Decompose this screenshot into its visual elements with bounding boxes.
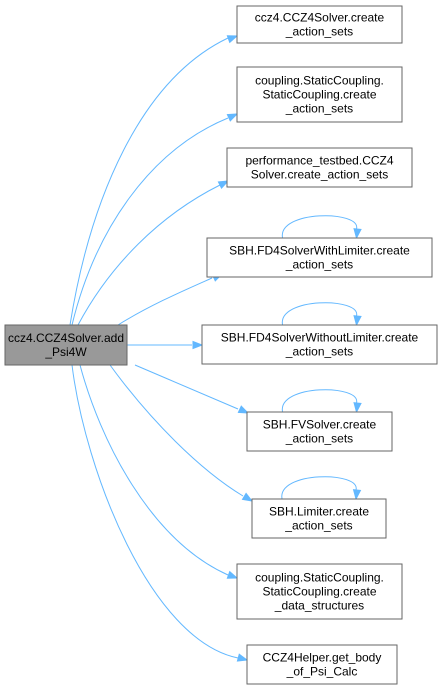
edge-to-callee-1 xyxy=(69,37,229,326)
callee-node-4-label-line: SBH.FD4SolverWithLimiter.create xyxy=(229,244,410,258)
edge-to-callee-6 xyxy=(134,364,239,410)
callee-node-4-box xyxy=(206,237,433,278)
callee-node-7-label-line: _action_sets xyxy=(284,519,352,533)
self-loop-edge-4 xyxy=(281,215,358,239)
callee-node-2-label-line: StaticCoupling.create xyxy=(262,88,376,102)
edge-arrowhead-6 xyxy=(237,405,250,414)
edge-to-callee-8 xyxy=(79,364,229,576)
callee-node-5[interactable]: SBH.FD4SolverWithoutLimiter.create_actio… xyxy=(201,324,438,365)
self-loop-arrowhead-7 xyxy=(352,489,362,501)
edge-arrowhead-8 xyxy=(226,570,239,579)
callee-node-4[interactable]: SBH.FD4SolverWithLimiter.create_action_s… xyxy=(206,237,433,278)
callee-node-8-label-line: coupling.StaticCoupling. xyxy=(255,571,384,585)
root-node-box xyxy=(4,324,128,366)
root-node-label-line: ccz4.CCZ4Solver.add xyxy=(8,331,124,345)
self-loop-edge-7 xyxy=(281,476,357,500)
callee-node-2-box xyxy=(236,66,403,123)
callee-node-1-label-line: _action_sets xyxy=(285,25,353,39)
callee-node-9[interactable]: CCZ4Helper.get_body_of_Psi_Calc xyxy=(246,644,398,685)
root-node-label-line: _Psi4W xyxy=(44,345,87,359)
callee-node-9-label-line: CCZ4Helper.get_body xyxy=(263,651,382,665)
edge-to-callee-4 xyxy=(117,277,213,326)
callee-node-6-label-line: _action_sets xyxy=(285,432,353,446)
callee-node-5-label-line: SBH.FD4SolverWithoutLimiter.create xyxy=(221,331,419,345)
callee-node-2-label-line: _action_sets xyxy=(285,102,353,116)
callee-node-5-label-line: _action_sets xyxy=(285,345,353,359)
self-loop-arrowhead-5 xyxy=(353,315,362,327)
self-loop-arrowhead-4 xyxy=(353,228,362,240)
edge-arrowhead-7 xyxy=(241,492,254,502)
edge-arrowhead-1 xyxy=(226,35,239,44)
callee-node-6-box xyxy=(246,411,393,452)
callee-node-7[interactable]: SBH.Limiter.create_action_sets xyxy=(251,498,387,539)
callee-node-6[interactable]: SBH.FVSolver.create_action_sets xyxy=(246,411,393,452)
self-loop-edge-5 xyxy=(281,302,358,326)
nodes-layer: ccz4.CCZ4Solver.add_Psi4Wccz4.CCZ4Solver… xyxy=(4,5,438,685)
edge-arrowhead-9 xyxy=(236,653,249,662)
callee-node-1-box xyxy=(236,5,403,44)
edge-to-callee-7 xyxy=(109,364,244,497)
edge-arrowhead-2 xyxy=(226,113,239,122)
callee-node-2-label-line: coupling.StaticCoupling. xyxy=(255,74,384,88)
callee-node-9-label-line: _of_Psi_Calc xyxy=(286,665,358,679)
callee-node-4-label-line: _action_sets xyxy=(285,258,353,272)
callee-node-3-box xyxy=(226,147,413,188)
edge-arrowhead-3 xyxy=(217,180,230,190)
callee-node-3-label-line: performance_testbed.CCZ4 xyxy=(245,154,393,168)
edge-arrowhead-5 xyxy=(192,340,204,350)
callee-node-8-label-line: _data_structures xyxy=(274,599,364,613)
callee-node-2[interactable]: coupling.StaticCoupling.StaticCoupling.c… xyxy=(236,66,403,123)
callee-node-9-box xyxy=(246,644,398,685)
callee-node-5-box xyxy=(201,324,438,365)
edge-to-callee-9 xyxy=(71,364,239,659)
callee-node-8[interactable]: coupling.StaticCoupling.StaticCoupling.c… xyxy=(236,563,403,620)
callee-node-3-label-line: Solver.create_action_sets xyxy=(251,168,388,182)
callee-node-1[interactable]: ccz4.CCZ4Solver.create_action_sets xyxy=(236,5,403,44)
self-loop-edge-6 xyxy=(281,389,358,413)
callee-node-6-label-line: SBH.FVSolver.create xyxy=(263,418,377,432)
callee-node-1-label-line: ccz4.CCZ4Solver.create xyxy=(255,11,385,25)
callee-node-7-box xyxy=(251,498,387,539)
callee-node-8-label-line: StaticCoupling.create xyxy=(262,585,376,599)
callee-node-3[interactable]: performance_testbed.CCZ4Solver.create_ac… xyxy=(226,147,413,188)
edge-to-callee-2 xyxy=(71,117,229,326)
self-loop-arrowhead-6 xyxy=(353,402,362,414)
callee-node-8-box xyxy=(236,563,403,620)
callee-node-7-label-line: SBH.Limiter.create xyxy=(269,505,369,519)
root-node[interactable]: ccz4.CCZ4Solver.add_Psi4W xyxy=(4,324,128,366)
edge-to-callee-3 xyxy=(77,184,221,326)
